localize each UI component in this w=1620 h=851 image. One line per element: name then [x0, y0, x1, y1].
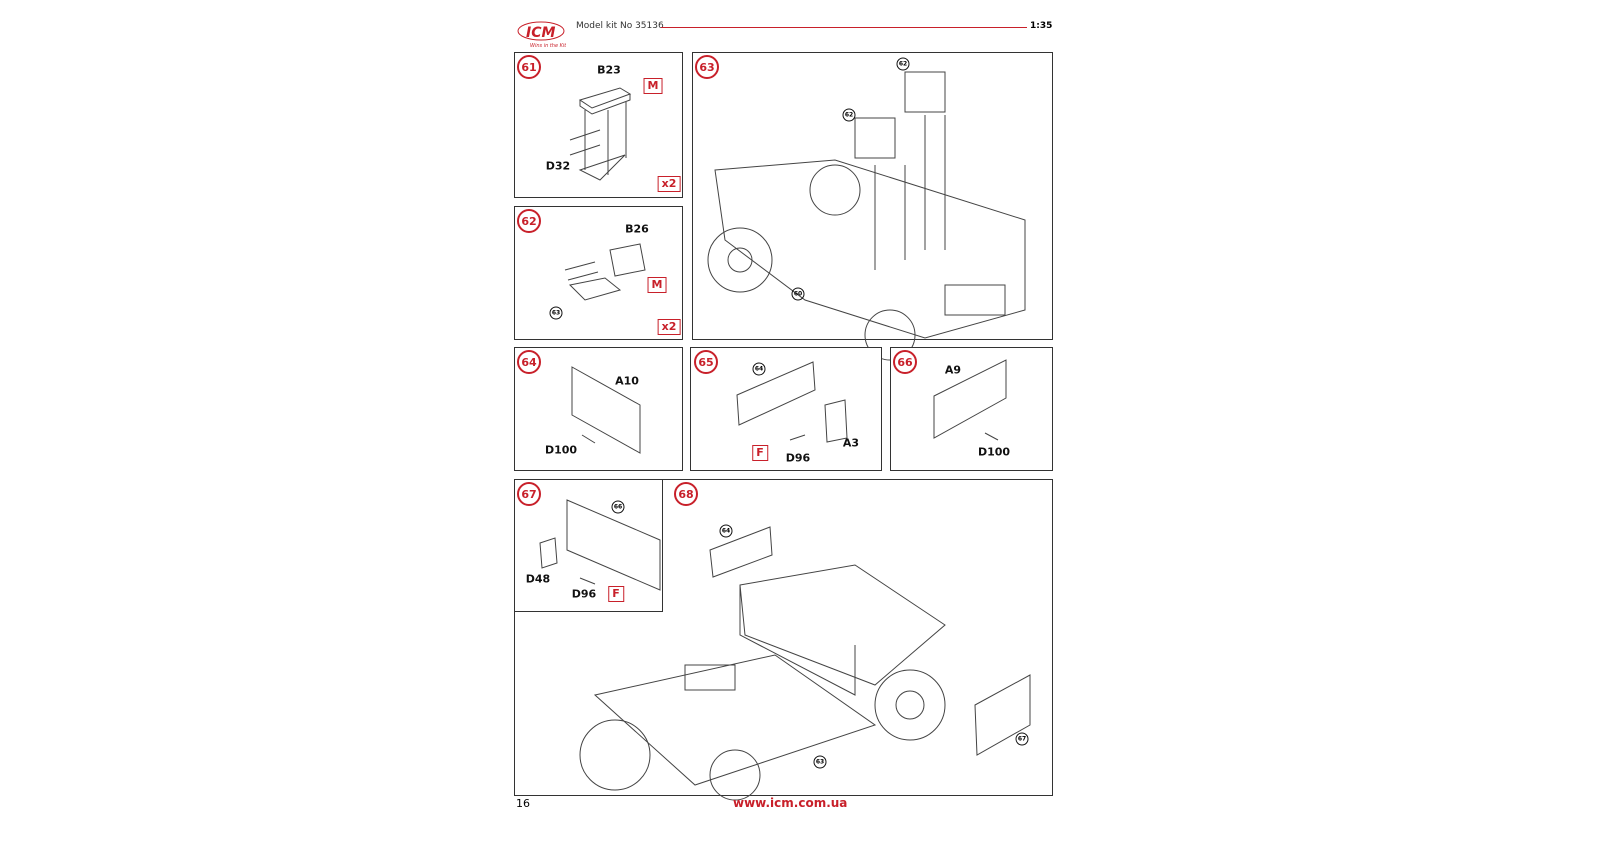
door-panel-drawing [933, 359, 1007, 441]
svg-text:Wins in the Kit: Wins in the Kit [530, 43, 566, 48]
step-65-panel [690, 347, 882, 471]
scale: 1:35 [1030, 21, 1053, 31]
website-link[interactable]: www.icm.com.ua [733, 796, 848, 810]
door-panel-drawing [571, 366, 641, 454]
part-label: B23 [597, 63, 621, 77]
part-label: A9 [944, 363, 962, 377]
page-number: 16 [516, 797, 530, 810]
icm-logo: ICM Wins in the Kit [516, 18, 567, 49]
part-label: D100 [544, 443, 578, 457]
step-number: 61 [517, 55, 541, 79]
vehicle-chassis-drawing [707, 71, 1026, 361]
step-reference: 67 [1015, 732, 1029, 746]
step-reference: 64 [719, 524, 733, 538]
part-label: A10 [615, 374, 639, 388]
quantity-badge: x2 [657, 176, 681, 192]
step-reference: 62 [896, 57, 910, 71]
step-number: 64 [517, 350, 541, 374]
step-number: 68 [674, 482, 698, 506]
step-number: 62 [517, 209, 541, 233]
vehicle-assembly-drawing [579, 526, 1031, 801]
step-64-panel [514, 347, 683, 471]
step-61-panel [514, 52, 683, 198]
step-reference: 63 [813, 755, 827, 769]
step-67-panel [514, 479, 663, 612]
quantity-badge: x2 [657, 319, 681, 335]
step-number: 66 [893, 350, 917, 374]
paint-code: F [608, 586, 624, 602]
step-reference: 66 [611, 500, 625, 514]
door-panel-drawing [539, 499, 661, 591]
step-reference: 62 [842, 108, 856, 122]
part-label: D100 [977, 445, 1011, 459]
paint-code: M [647, 277, 667, 293]
seat-assembly-drawing [569, 87, 632, 181]
kit-number: Model kit No 35136 [576, 21, 664, 31]
step-reference: 64 [752, 362, 766, 376]
paint-code: M [643, 78, 663, 94]
svg-text:ICM: ICM [526, 25, 555, 41]
step-number: 67 [517, 482, 541, 506]
step-number: 65 [694, 350, 718, 374]
door-panel-drawing [736, 361, 848, 443]
paint-code: F [752, 445, 768, 461]
part-label: D96 [571, 587, 597, 601]
seat-back-drawing [564, 243, 646, 301]
step-reference: 63 [549, 306, 563, 320]
step-reference: 60 [791, 287, 805, 301]
part-label: A3 [842, 436, 860, 450]
step-63-panel [692, 52, 1053, 340]
step-66-panel [890, 347, 1053, 471]
part-label: D96 [785, 451, 811, 465]
part-label: D32 [545, 159, 571, 173]
step-68-panel [514, 479, 1053, 796]
part-label: B26 [625, 222, 649, 236]
header-rule [661, 27, 1027, 28]
step-number: 63 [695, 55, 719, 79]
step-62-panel [514, 206, 683, 340]
part-label: D48 [525, 572, 551, 586]
